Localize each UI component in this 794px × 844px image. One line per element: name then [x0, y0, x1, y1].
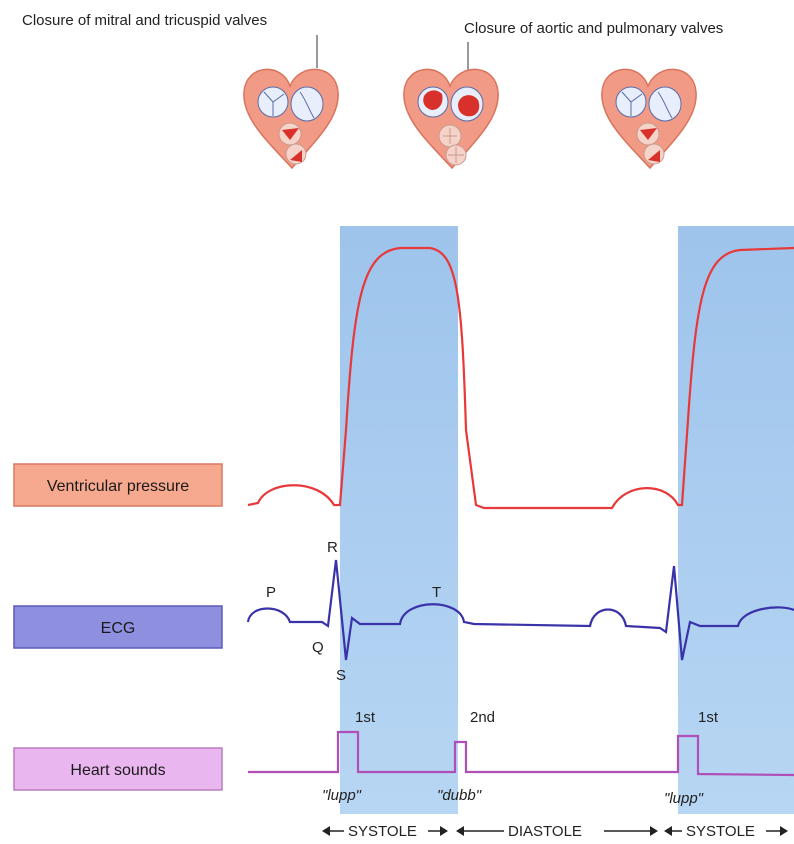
lupp-sound-label: "lupp"	[322, 787, 362, 804]
systole-label-repeat: SYSTOLE	[686, 823, 755, 840]
diastole-phase-indicator: DIASTOLE	[456, 823, 658, 840]
heart-sounds-label: Heart sounds	[70, 762, 165, 779]
heart-valves-semilunar-closed-icon	[404, 69, 498, 168]
systole-label: SYSTOLE	[348, 823, 417, 840]
ecg-wave-p: P	[266, 584, 276, 601]
lupp-sound-label-repeat: "lupp"	[664, 790, 704, 807]
diastole-label: DIASTOLE	[508, 823, 582, 840]
heart-valves-av-closed-icon	[602, 69, 696, 168]
systole-phase-indicator: SYSTOLE	[322, 823, 448, 840]
ventricular-pressure-label: Ventricular pressure	[47, 478, 189, 495]
first-heart-sound-label-repeat: 1st	[698, 709, 719, 726]
dubb-sound-label: "dubb"	[437, 787, 482, 804]
av-valve-closure-caption: Closure of mitral and tricuspid valves	[22, 12, 267, 29]
ecg-wave-q: Q	[312, 639, 324, 656]
ventricular-pressure-label-box: Ventricular pressure	[14, 464, 222, 506]
heart-valves-av-closed-icon	[244, 69, 338, 168]
second-heart-sound-label: 2nd	[470, 709, 495, 726]
first-heart-sound-label: 1st	[355, 709, 376, 726]
ecg-wave-r: R	[327, 539, 338, 556]
ecg-wave-s: S	[336, 667, 346, 684]
ecg-label-box: ECG	[14, 606, 222, 648]
systole-band-2	[678, 226, 794, 814]
semilunar-valve-closure-caption: Closure of aortic and pulmonary valves	[464, 20, 723, 37]
heart-sounds-label-box: Heart sounds	[14, 748, 222, 790]
ecg-wave-t: T	[432, 584, 441, 601]
systole-phase-indicator-repeat: SYSTOLE	[664, 823, 788, 840]
ecg-label: ECG	[101, 620, 136, 637]
